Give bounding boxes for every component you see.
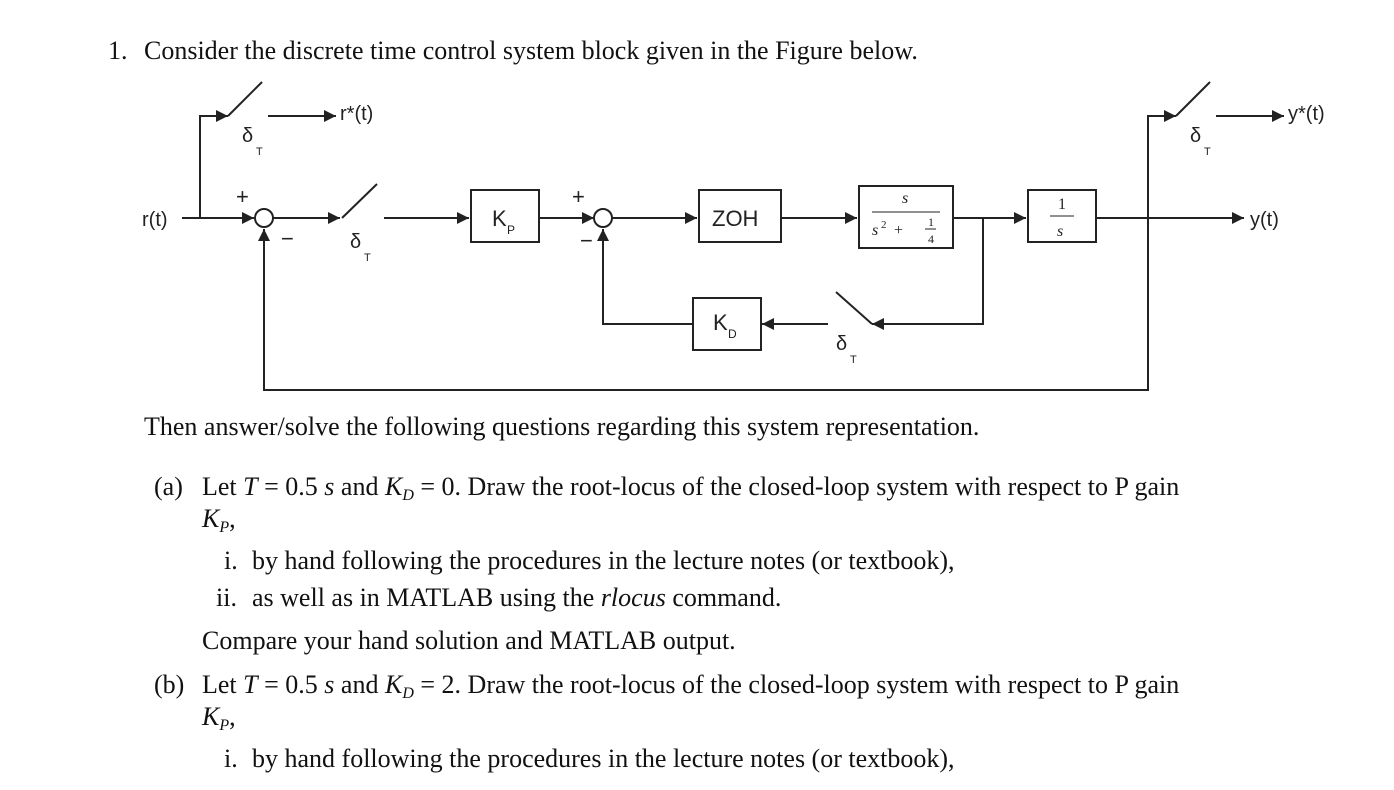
part-a-label: (a) xyxy=(154,472,183,501)
zoh-block xyxy=(698,189,782,243)
sampled-input-label: r*(t) xyxy=(340,103,373,125)
sampler-r-switch xyxy=(227,81,263,117)
sampler-feedback-label: δ xyxy=(836,333,847,355)
summing-junction-2 xyxy=(593,208,613,228)
plant-quarter-den: 4 xyxy=(928,232,934,246)
sampler-y-switch xyxy=(1175,81,1211,117)
integrator-block xyxy=(1027,189,1097,243)
integrator-numerator: 1 xyxy=(1058,196,1066,213)
part-a-tail: Draw the root-locus of the closed-loop s… xyxy=(467,472,1180,501)
part-b-KD-value: 2 xyxy=(441,670,455,699)
sampler-r-sub: T xyxy=(256,146,263,158)
input-label: r(t) xyxy=(142,209,168,231)
part-a-kp: KP, xyxy=(202,504,236,536)
plus-sign-2: + xyxy=(572,184,585,209)
zoh-label: ZOH xyxy=(712,206,758,231)
part-a-ii-label: ii. xyxy=(216,583,237,612)
kd-label: K xyxy=(713,310,728,335)
sampler-y-label: δ xyxy=(1190,125,1201,147)
then-text: Then answer/solve the following question… xyxy=(144,412,980,441)
part-b-kp: KP, xyxy=(202,702,236,734)
part-b-i-text: by hand following the procedures in the … xyxy=(252,744,955,773)
sampler-error-sub: T xyxy=(364,252,371,264)
plant-denominator-s: s xyxy=(872,222,878,239)
plant-numerator: s xyxy=(902,190,908,207)
rlocus-command: rlocus xyxy=(600,583,666,612)
part-a-i-text: by hand following the procedures in the … xyxy=(252,546,955,575)
block-diagram: r(t) r*(t) y*(t) y(t) ZOH + − + − K P K … xyxy=(142,81,1325,391)
kp-block xyxy=(470,189,540,243)
output-label: y(t) xyxy=(1250,209,1279,231)
kp-subscript: P xyxy=(507,223,515,237)
summing-junction-1 xyxy=(254,208,274,228)
part-a-T-value: 0.5 xyxy=(285,472,318,501)
sampler-feedback-sub: T xyxy=(850,354,857,366)
kp-label: K xyxy=(492,206,507,231)
part-b-T-value: 0.5 xyxy=(285,670,318,699)
sampler-error-label: δ xyxy=(350,231,361,253)
sampled-output-label: y*(t) xyxy=(1288,103,1325,125)
part-b-text: Let T = 0.5 s and KD = 2. Draw the root-… xyxy=(202,670,1180,702)
sampler-r-label: δ xyxy=(242,125,253,147)
part-a-compare: Compare your hand solution and MATLAB ou… xyxy=(202,626,736,655)
plant-quarter-num: 1 xyxy=(928,215,934,229)
part-b-tail: Draw the root-locus of the closed-loop s… xyxy=(467,670,1180,699)
part-a-text: Let T = 0.5 s and KD = 0. Draw the root-… xyxy=(202,472,1180,504)
integrator-denominator: s xyxy=(1057,223,1063,240)
part-a-ii-text: as well as in MATLAB using the rlocus co… xyxy=(252,583,782,612)
part-b-label: (b) xyxy=(154,670,185,699)
plus-sign-1: + xyxy=(236,184,249,209)
sampler-error-switch xyxy=(341,183,378,219)
question-intro: Consider the discrete time control syste… xyxy=(144,36,918,65)
sampler-y-sub: T xyxy=(1204,146,1211,158)
part-a-i-label: i. xyxy=(224,546,238,575)
part-b-i-label: i. xyxy=(224,744,238,773)
plant-denominator-exp: 2 xyxy=(881,219,887,231)
minus-sign-1: − xyxy=(281,226,294,251)
minus-sign-2: − xyxy=(580,228,593,253)
part-a-KD-value: 0 xyxy=(441,472,455,501)
question-number: 1. xyxy=(108,36,128,65)
kd-subscript: D xyxy=(728,327,737,341)
sampler-feedback-switch xyxy=(835,291,873,325)
plant-denominator-plus: + xyxy=(894,222,903,239)
